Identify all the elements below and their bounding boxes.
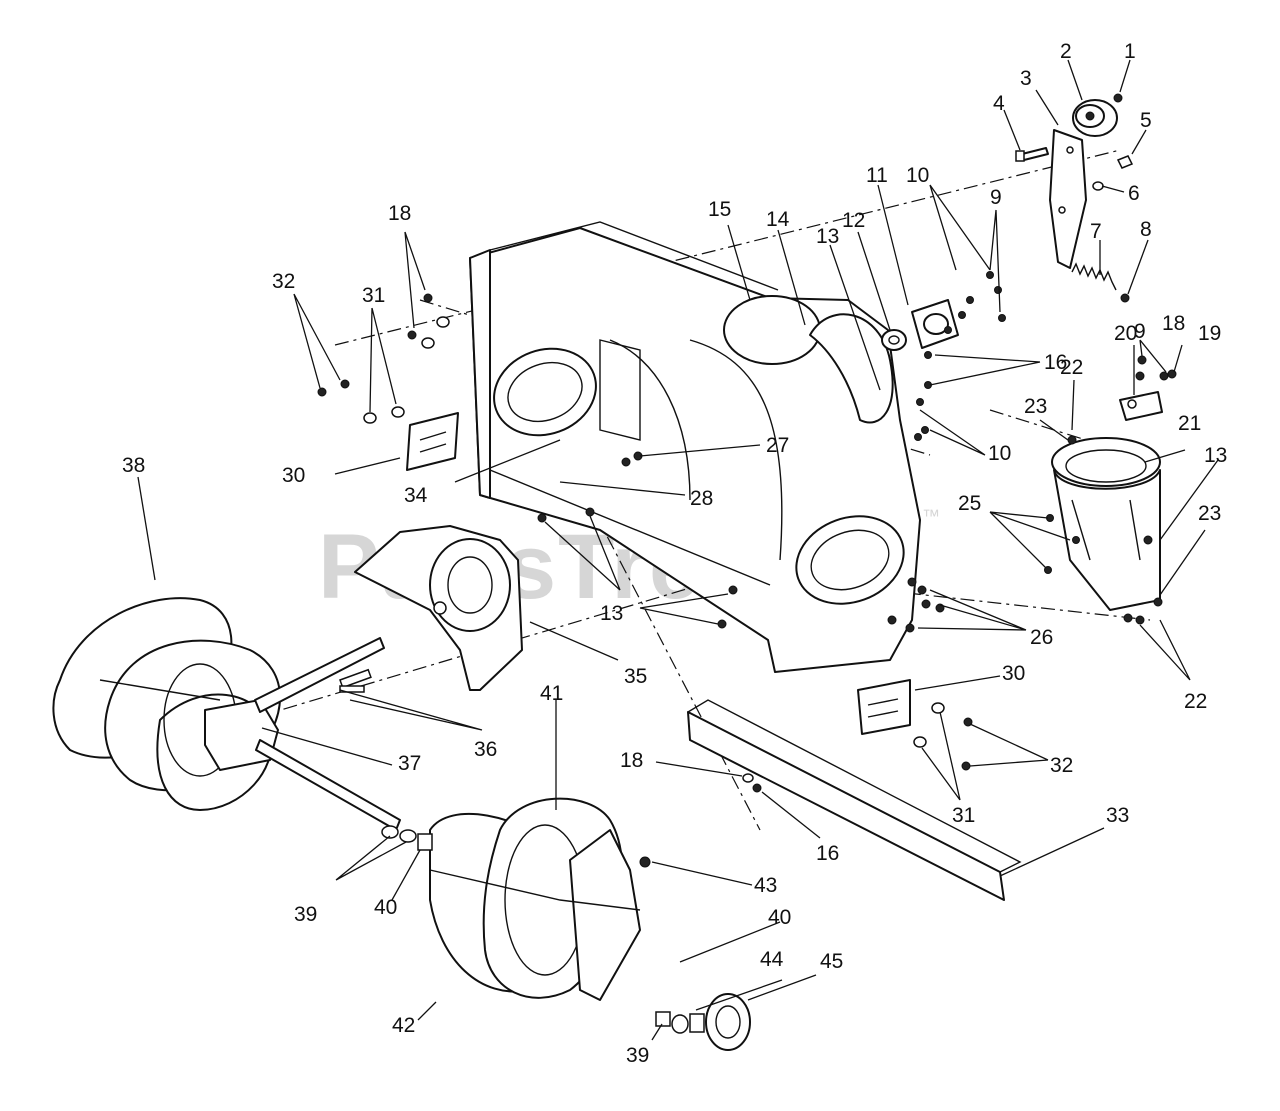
bearing-plate	[911, 299, 959, 349]
callout-labels: 1 2 3 4 5 6 7 8 9 9 10 10 11 12 13 13 13…	[122, 40, 1227, 1067]
chute-base	[1051, 437, 1161, 611]
callout-7[interactable]: 7	[1090, 220, 1102, 243]
callout-5[interactable]: 5	[1140, 109, 1152, 132]
auger-right	[429, 797, 641, 1001]
idler-bracket	[1049, 129, 1087, 269]
callout-14[interactable]: 14	[766, 208, 790, 231]
callout-21[interactable]: 21	[1178, 412, 1201, 435]
callout-10b[interactable]: 10	[988, 442, 1011, 465]
watermark-trademark: ™	[922, 506, 940, 526]
callout-36[interactable]: 36	[474, 738, 497, 761]
callout-9a[interactable]: 9	[990, 186, 1002, 209]
callout-22b[interactable]: 22	[1184, 690, 1207, 713]
callout-45[interactable]: 45	[820, 950, 843, 973]
callout-37[interactable]: 37	[398, 752, 421, 775]
gearbox-shroud	[354, 525, 523, 691]
callout-10a[interactable]: 10	[906, 164, 929, 187]
shoulder-bolt	[1015, 147, 1049, 162]
callout-42[interactable]: 42	[392, 1014, 415, 1037]
impeller-housing	[723, 295, 894, 424]
callout-25[interactable]: 25	[958, 492, 981, 515]
callout-39a[interactable]: 39	[294, 903, 317, 926]
callout-18c[interactable]: 18	[620, 749, 643, 772]
callout-19[interactable]: 19	[1198, 322, 1221, 345]
callout-28[interactable]: 28	[690, 487, 713, 510]
callout-8[interactable]: 8	[1140, 218, 1152, 241]
callout-3[interactable]: 3	[1020, 67, 1032, 90]
callout-6[interactable]: 6	[1128, 182, 1140, 205]
shave-plate-right	[857, 679, 911, 735]
callout-30a[interactable]: 30	[282, 464, 305, 487]
idler-pulley	[1072, 99, 1118, 137]
callout-20[interactable]: 20	[1114, 322, 1137, 345]
callout-11[interactable]: 11	[866, 164, 888, 187]
callout-16b[interactable]: 16	[816, 842, 839, 865]
chute-bracket	[1119, 391, 1163, 421]
callout-27[interactable]: 27	[766, 434, 789, 457]
callout-4[interactable]: 4	[993, 92, 1005, 115]
callout-1[interactable]: 1	[1124, 40, 1136, 63]
callout-18b[interactable]: 18	[1162, 312, 1185, 335]
scraper-bar	[687, 699, 1022, 901]
callout-34[interactable]: 34	[404, 484, 428, 507]
callout-32a[interactable]: 32	[272, 270, 295, 293]
auger-left	[52, 597, 281, 811]
callout-leaders	[137, 59, 1219, 1041]
callout-15[interactable]: 15	[708, 198, 731, 221]
shave-plate-left	[406, 412, 459, 471]
callout-41[interactable]: 41	[540, 682, 563, 705]
callout-12[interactable]: 12	[842, 209, 865, 232]
callout-40b[interactable]: 40	[768, 906, 791, 929]
callout-26[interactable]: 26	[1030, 626, 1053, 649]
callout-33[interactable]: 33	[1106, 804, 1129, 827]
callout-23b[interactable]: 23	[1198, 502, 1221, 525]
callout-32b[interactable]: 32	[1050, 754, 1073, 777]
callout-13b[interactable]: 13	[1204, 444, 1227, 467]
auger-shaft	[254, 637, 401, 831]
bearing	[881, 329, 907, 351]
callout-9b[interactable]: 9	[1134, 320, 1146, 343]
callout-43[interactable]: 43	[754, 874, 777, 897]
spring	[1071, 262, 1117, 291]
bearing-flange	[705, 993, 751, 1051]
callout-44[interactable]: 44	[760, 948, 784, 971]
hardware-nuts-washers	[317, 93, 1177, 1034]
callout-39b[interactable]: 39	[626, 1044, 649, 1067]
callout-40a[interactable]: 40	[374, 896, 397, 919]
callout-35[interactable]: 35	[624, 665, 647, 688]
callout-2[interactable]: 2	[1060, 40, 1072, 63]
callout-38[interactable]: 38	[122, 454, 145, 477]
callout-13c[interactable]: 13	[600, 602, 623, 625]
callout-23a[interactable]: 23	[1024, 395, 1047, 418]
callout-31a[interactable]: 31	[362, 284, 385, 307]
callout-31b[interactable]: 31	[952, 804, 975, 827]
callout-16a[interactable]: 16	[1044, 351, 1067, 374]
callout-30b[interactable]: 30	[1002, 662, 1025, 685]
callout-13a[interactable]: 13	[816, 225, 839, 248]
callout-22a[interactable]: 22	[1060, 356, 1083, 379]
callout-18a[interactable]: 18	[388, 202, 411, 225]
